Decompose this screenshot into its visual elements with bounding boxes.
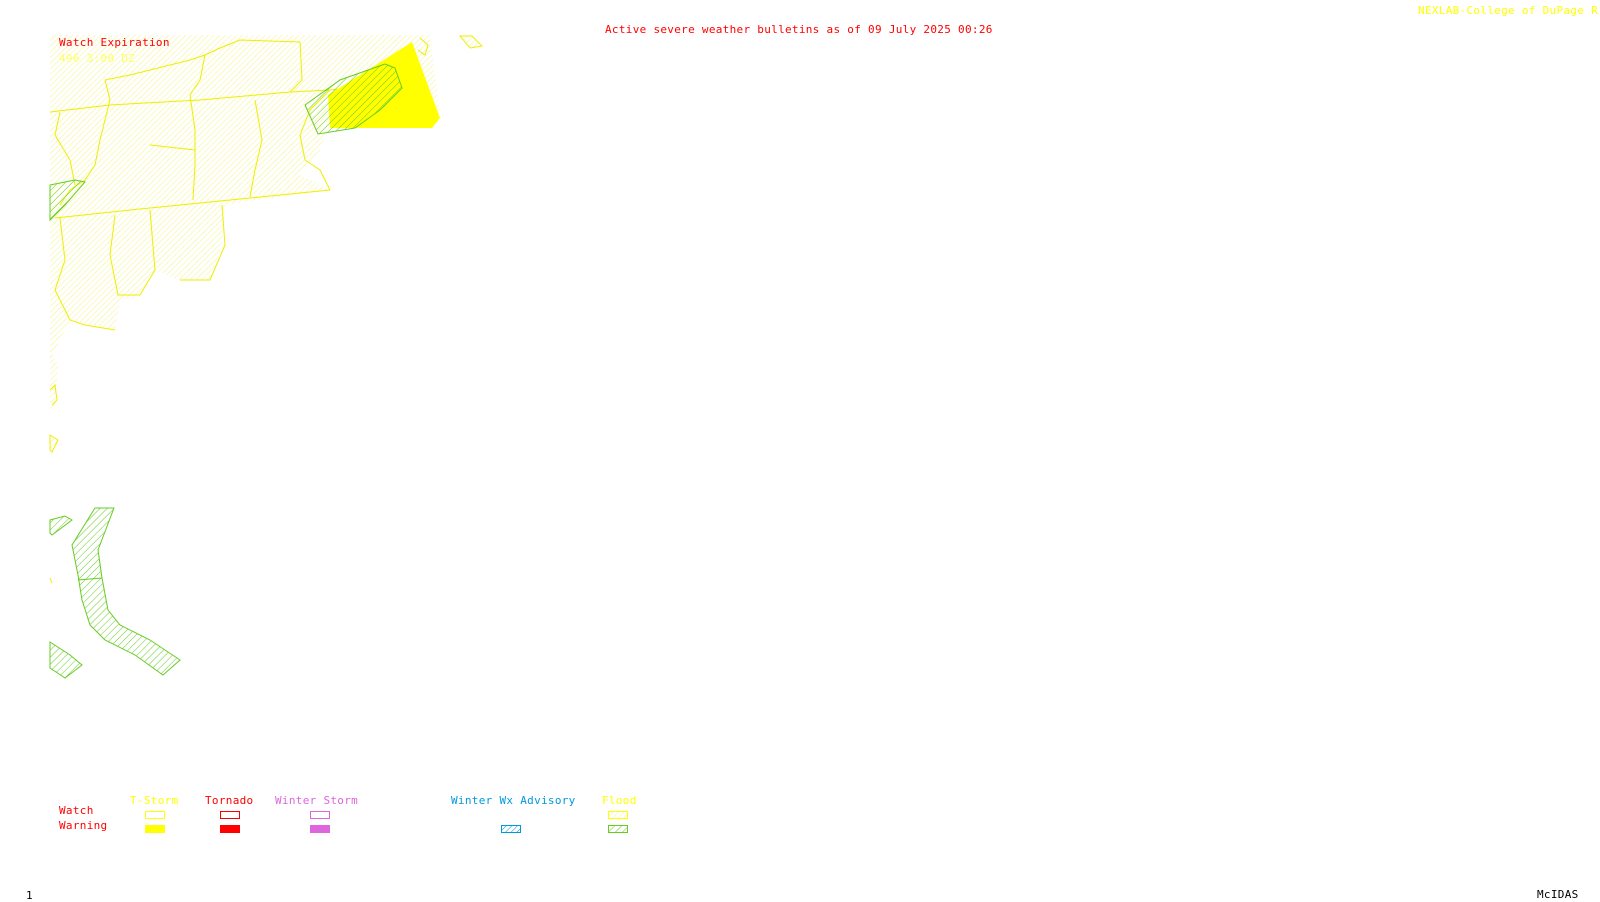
legend-category-tornado: Tornado (205, 794, 254, 807)
legend-row-warning: Warning (59, 819, 108, 832)
watch-expiration-entry: 496 3:00 DZ (59, 52, 136, 65)
flood-warning-northeast (304, 63, 403, 135)
small-watch-nw (458, 35, 484, 49)
legend-warning-tornado (220, 825, 240, 833)
legend-watch-tstorm (145, 811, 165, 819)
legend-category-winter-storm: Winter Storm (275, 794, 359, 807)
software-label: McIDAS (1537, 888, 1579, 901)
legend-category-tstorm: T-Storm (130, 794, 179, 807)
flood-warning-west (49, 179, 86, 222)
legend-category-winter-advisory: Winter Wx Advisory (451, 794, 576, 807)
legend-warning-flood (608, 825, 628, 833)
credit-text: NEXLAB-College of DuPage R (1418, 4, 1598, 17)
legend-watch-tornado (220, 811, 240, 819)
legend-watch-winter-storm (310, 811, 330, 819)
flood-warning-sw-bottom (49, 641, 83, 679)
sw-county-line (49, 577, 53, 584)
legend-category-flood: Flood (602, 794, 637, 807)
legend-warning-winter-storm (310, 825, 330, 833)
flood-warning-sw-band (71, 507, 181, 676)
frame-number: 1 (26, 889, 33, 902)
legend-watch-flood (608, 811, 628, 819)
legend-row-watch: Watch (59, 804, 94, 817)
watch-expiration-label: Watch Expiration (59, 36, 170, 49)
tstorm-watch-west-strip (50, 350, 58, 410)
small-watch-w (49, 434, 59, 453)
flood-warnings (49, 63, 403, 679)
legend-warning-tstorm (145, 825, 165, 833)
flood-warning-sw-small (49, 515, 73, 536)
bulletin-title: Active severe weather bulletins as of 09… (605, 23, 993, 36)
legend-warning-winter-advisory (501, 825, 521, 833)
